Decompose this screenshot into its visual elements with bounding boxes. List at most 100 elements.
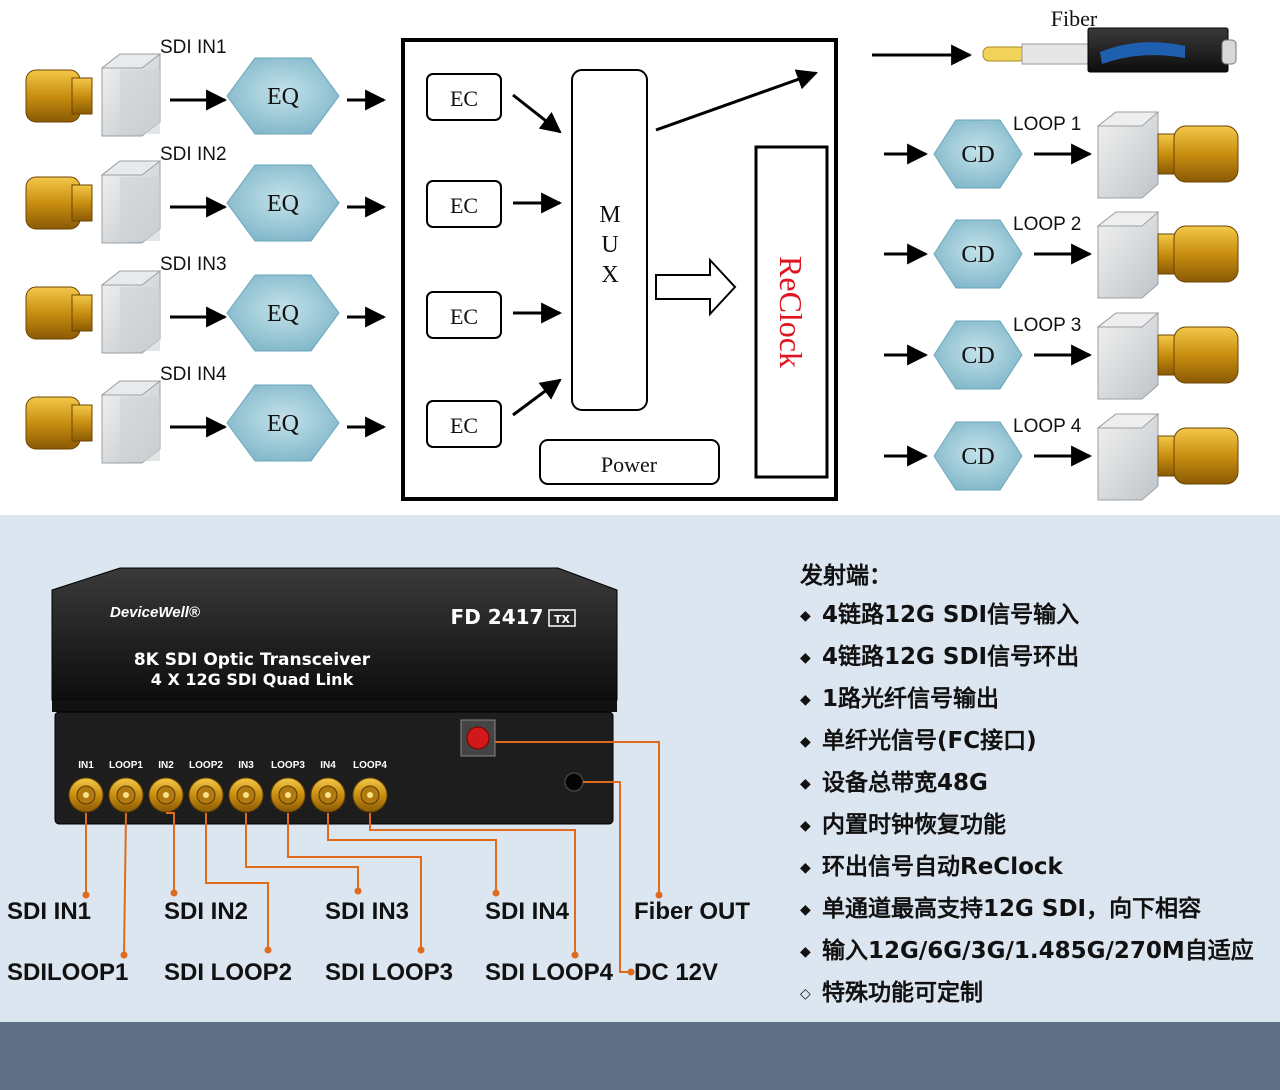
leader-fiber-out-dot — [655, 891, 663, 899]
processing-box — [401, 38, 838, 501]
bnc-cube-top — [100, 270, 162, 286]
ec-label: EC — [450, 193, 478, 218]
device-port-tag: IN1 — [78, 760, 94, 771]
cd-hexagon-label: CD — [961, 242, 994, 268]
fiber-connector-key — [1100, 42, 1185, 64]
device-lip — [52, 700, 617, 712]
device-port-tag: IN3 — [238, 760, 254, 771]
feature-text: 单纤光信号(FC接口) — [822, 728, 1037, 754]
eq-hexagon-label: EQ — [267, 411, 299, 437]
cd-hexagon-label: CD — [961, 343, 994, 369]
cd-hexagon-label: CD — [961, 142, 994, 168]
arrow-ec-mux — [512, 378, 562, 417]
loop-label: LOOP 3 — [1013, 315, 1081, 336]
fiber-ferrule — [982, 46, 1026, 62]
feature-text: 设备总带宽48G — [822, 770, 988, 796]
feature-item: ◆1路光纤信号输出 — [800, 678, 1270, 720]
device-port-tag: LOOP2 — [189, 760, 223, 771]
feature-text: 1路光纤信号输出 — [822, 686, 1000, 712]
device-port-tag: LOOP1 — [109, 760, 143, 771]
bnc-loop-3 — [1096, 312, 1239, 400]
bnc-loop-4 — [1096, 413, 1239, 501]
eq-hexagon — [226, 274, 340, 352]
device-title-line2: 4 X 12G SDI Quad Link — [151, 670, 354, 689]
input-label: SDI IN1 — [160, 37, 227, 58]
feature-item: ◆ 4链路12G SDI信号输入 — [800, 594, 1270, 636]
ec-block — [426, 400, 502, 448]
leader-sdi-in1-dot — [82, 891, 90, 899]
port-label-row2: SDI LOOP2 — [164, 959, 293, 986]
diamond-bullet-icon: ◆ — [800, 607, 811, 624]
mux-letter: U — [601, 232, 618, 258]
device-title-line1: 8K SDI Optic Transceiver — [134, 650, 371, 670]
eq-hexagon — [226, 164, 340, 242]
input-label: SDI IN3 — [160, 254, 227, 275]
bnc-cube-top — [100, 53, 162, 69]
port-label-row2: SDILOOP1 — [7, 959, 129, 986]
leader-sdi-in3-dot — [354, 887, 362, 895]
leader-sdi-loop3-dot — [417, 946, 425, 954]
device-port-tag: IN2 — [158, 760, 174, 771]
leader-sdi-in4 — [327, 813, 497, 893]
diamond-bullet-icon: ◆ — [800, 649, 811, 666]
ec-label: EC — [450, 413, 478, 438]
cd-hexagon — [933, 219, 1023, 289]
bnc-loop-1 — [1096, 111, 1239, 199]
bnc-cube-face — [120, 70, 160, 134]
bnc-input-3 — [25, 270, 162, 354]
device-port-tag: IN4 — [320, 760, 336, 771]
diamond-bullet-icon: ◆ — [800, 859, 811, 876]
bnc-collar — [71, 77, 93, 115]
device-brand: DeviceWell® — [110, 604, 201, 621]
leader-sdi-loop2 — [205, 813, 269, 950]
bnc-collar — [71, 294, 93, 332]
device-bnc-pin — [163, 792, 169, 798]
input-label: SDI IN4 — [160, 364, 227, 385]
diamond-bullet-icon: ◆ — [800, 775, 811, 792]
leader-dc-12v — [583, 781, 631, 973]
mux-block — [571, 69, 648, 411]
hollow-diamond-bullet-icon: ◇ — [800, 985, 811, 1002]
leader-sdi-loop1-dot — [120, 951, 128, 959]
ec-block — [426, 291, 502, 339]
port-label-row1: SDI IN4 — [485, 898, 570, 925]
bnc-loop-2 — [1096, 211, 1239, 299]
leader-sdi-loop4-dot — [571, 951, 579, 959]
eq-hexagon-label: EQ — [267, 301, 299, 327]
ec-label: EC — [450, 86, 478, 111]
bnc-cube-top — [1096, 111, 1160, 127]
leader-sdi-in3 — [245, 813, 359, 891]
cd-hexagon — [933, 421, 1023, 491]
feature-item: ◆ 环出信号自动ReClock — [800, 846, 1270, 888]
arrow-mux-fiber — [655, 69, 818, 132]
device-model: FD 2417 — [451, 605, 544, 629]
feature-item: ◇ 特殊功能可定制 — [800, 972, 1270, 1014]
bnc-cube-face — [120, 287, 160, 351]
feature-text: 输入12G/6G/3G/1.485G/270M自适应 — [822, 938, 1254, 964]
leader-sdi-loop2-dot — [264, 946, 272, 954]
device-port-tag: LOOP4 — [353, 760, 387, 771]
diamond-bullet-icon: ◆ — [800, 901, 811, 918]
diamond-bullet-icon: ◆ — [800, 817, 811, 834]
feature-text: 环出信号自动ReClock — [822, 854, 1063, 880]
feature-text: 4链路12G SDI信号输入 — [822, 602, 1080, 628]
diamond-bullet-icon: ◆ — [800, 733, 811, 750]
feature-text: 特殊功能可定制 — [822, 980, 983, 1006]
cd-hexagon — [933, 320, 1023, 390]
eq-hexagon-label: EQ — [267, 191, 299, 217]
feature-item: ◆ 单纤光信号(FC接口) — [800, 720, 1270, 762]
loop-label: LOOP 1 — [1013, 114, 1081, 135]
port-label-row2: SDI LOOP3 — [325, 959, 454, 986]
bnc-cube-face — [120, 397, 160, 461]
ec-label: EC — [450, 304, 478, 329]
loop-label: LOOP 4 — [1013, 416, 1082, 437]
port-label-row1: SDI IN3 — [325, 898, 410, 925]
diamond-bullet-icon: ◆ — [800, 943, 811, 960]
fiber-boot — [1021, 43, 1089, 65]
bnc-collar — [71, 404, 93, 442]
power-block — [539, 439, 720, 485]
leader-sdi-in4-dot — [492, 889, 500, 897]
bnc-cube-top — [1096, 413, 1160, 429]
